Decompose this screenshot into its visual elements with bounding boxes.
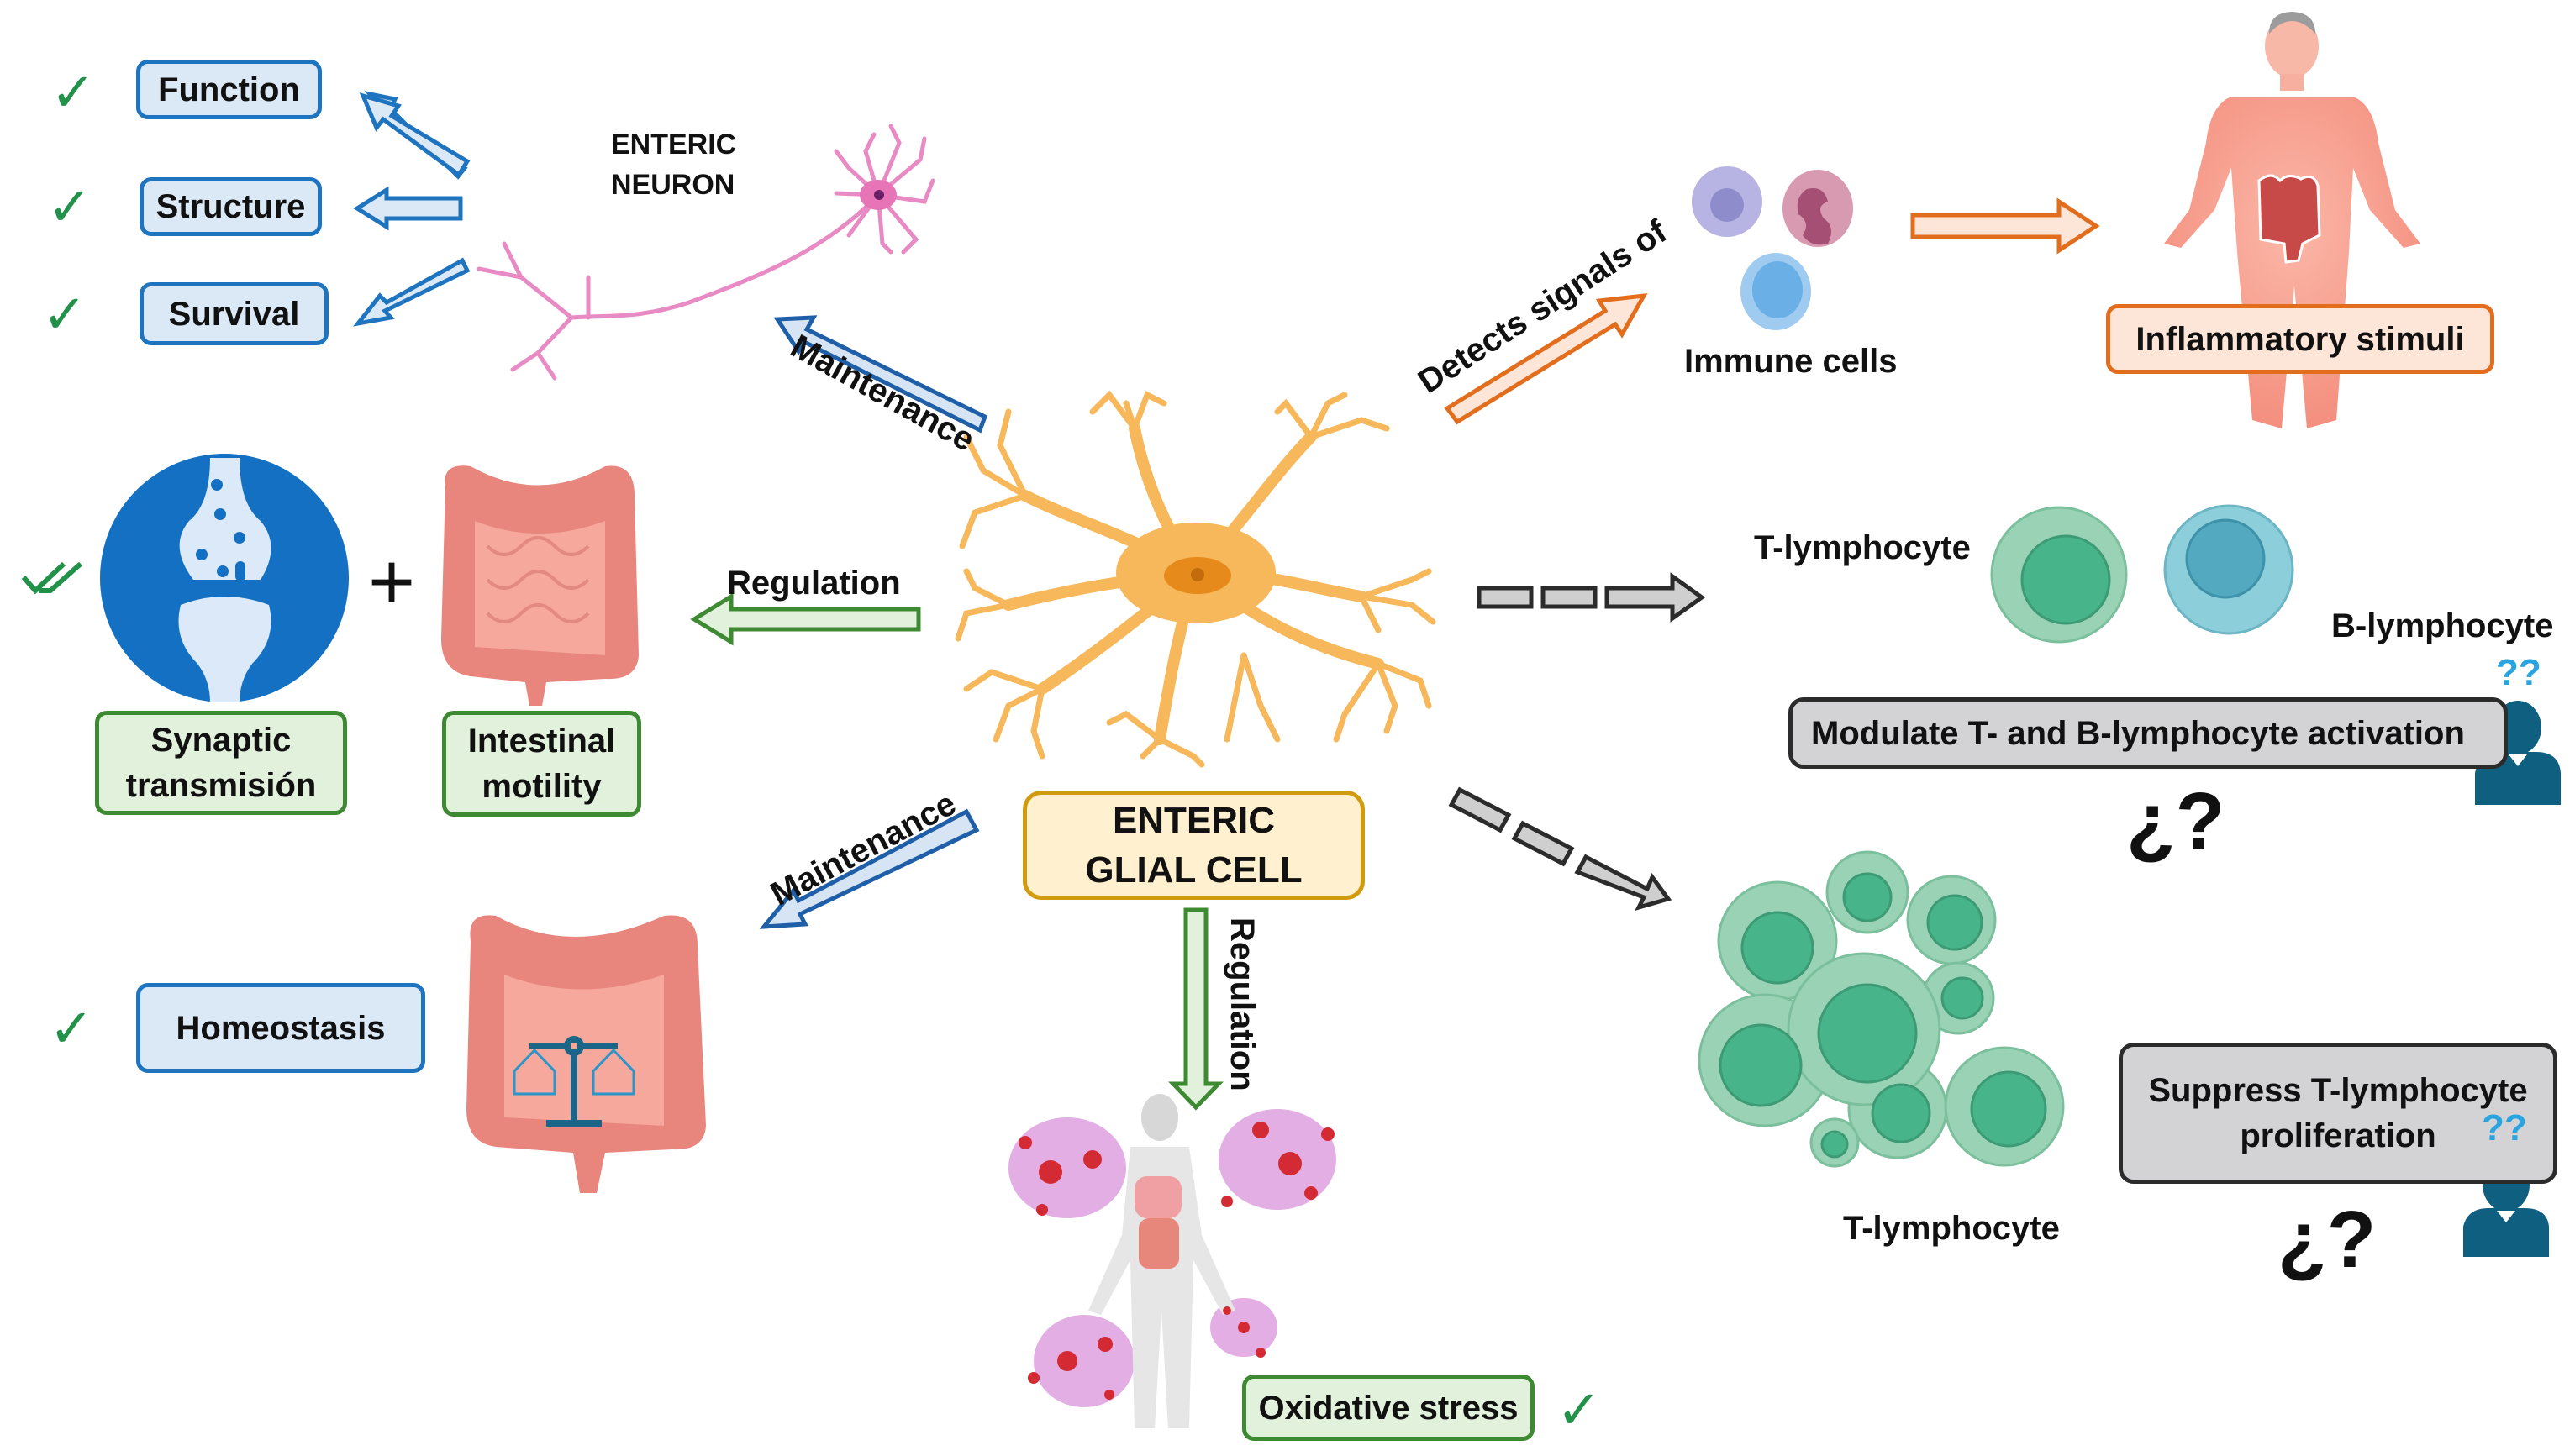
homeostasis-box: Homeostasis bbox=[136, 983, 425, 1073]
enteric-glial-cell-box: ENTERIC GLIAL CELL bbox=[1023, 791, 1365, 900]
maintenance-lower-arrow bbox=[759, 808, 980, 929]
suppress-line1: Suppress T-lymphocyte bbox=[2148, 1072, 2528, 1109]
t-lymphocyte-cluster-icon bbox=[1698, 850, 2065, 1168]
oxidative-stress-box: Oxidative stress bbox=[1242, 1375, 1535, 1441]
dashed-arrow-to-t-cell-cluster bbox=[1448, 786, 1672, 911]
t-lymphocyte-label-2: T-lymphocyte bbox=[1843, 1210, 2060, 1247]
enteric-glial-cell-icon bbox=[955, 390, 1436, 768]
synaptic-line1: Synaptic bbox=[150, 722, 292, 759]
inflammatory-stimuli-label: Inflammatory stimuli bbox=[2135, 320, 2465, 358]
double-check-icon bbox=[21, 561, 82, 595]
homeostasis-label: Homeostasis bbox=[176, 1009, 386, 1047]
suppress-proliferation-box: Suppress T-lymphocyte proliferation bbox=[2119, 1043, 2557, 1184]
b-lymphocyte-icon bbox=[2163, 504, 2294, 635]
dashed-arrow-to-lymphocytes bbox=[1477, 572, 1706, 623]
b-lymphocyte-label: B-lymphocyte bbox=[2331, 607, 2554, 644]
oxidative-stress-label: Oxidative stress bbox=[1258, 1389, 1519, 1427]
detects-signals-arrow bbox=[1444, 292, 1648, 425]
function-box: Function bbox=[136, 60, 322, 119]
question-mark-1: ¿? bbox=[2126, 776, 2225, 866]
structure-check-icon: ✓ bbox=[47, 176, 92, 237]
regulation-down-label: Regulation bbox=[1224, 917, 1261, 1091]
regulation-down-arrow bbox=[1168, 907, 1224, 1111]
structure-label: Structure bbox=[155, 188, 306, 225]
maintenance-upper-arrow bbox=[773, 315, 988, 434]
modulate-activation-box: Modulate T- and B-lymphocyte activation bbox=[1788, 697, 2508, 769]
function-arrow-icon bbox=[359, 92, 471, 178]
motility-line1: Intestinal bbox=[467, 723, 616, 760]
immune-cells-label: Immune cells bbox=[1684, 343, 1898, 380]
motility-line2: motility bbox=[482, 768, 602, 805]
t-lymphocyte-label: T-lymphocyte bbox=[1754, 529, 1971, 566]
synapse-icon bbox=[100, 454, 349, 702]
intestine-homeostasis-icon bbox=[466, 915, 706, 1193]
t-lymphocyte-icon bbox=[1990, 506, 2128, 644]
survival-check-icon: ✓ bbox=[42, 284, 87, 344]
survival-box: Survival bbox=[140, 282, 329, 345]
plus-sign: + bbox=[368, 537, 416, 627]
regulation-left-arrow bbox=[690, 592, 921, 646]
regulation-left-label: Regulation bbox=[727, 565, 901, 602]
glial-title-line2: GLIAL CELL bbox=[1085, 849, 1303, 891]
oxidative-stress-body-icon bbox=[1008, 1094, 1336, 1428]
enteric-neuron-icon bbox=[477, 124, 935, 381]
intestinal-motility-box: Intestinal motility bbox=[442, 711, 641, 817]
function-label: Function bbox=[158, 71, 300, 108]
immune-to-stimuli-arrow bbox=[1910, 197, 2100, 255]
inflammatory-stimuli-box: Inflammatory stimuli bbox=[2106, 304, 2494, 374]
structure-box: Structure bbox=[140, 177, 322, 236]
glial-title-line1: ENTERIC bbox=[1112, 799, 1276, 841]
intestine-motility-icon bbox=[441, 465, 639, 706]
synaptic-transmission-box: Synaptic transmisión bbox=[95, 711, 347, 815]
function-check-icon: ✓ bbox=[50, 62, 96, 123]
immune-cells-icon bbox=[1692, 166, 1853, 330]
homeostasis-check-icon: ✓ bbox=[49, 998, 94, 1059]
human-body-inflammation-icon bbox=[2164, 12, 2420, 428]
synaptic-line2: transmisión bbox=[125, 767, 317, 804]
thinking-person-icon-2 bbox=[2463, 1158, 2549, 1257]
enteric-neuron-label: ENTERIC NEURON bbox=[611, 129, 737, 201]
thinking-marks-2: ?? bbox=[2482, 1107, 2527, 1149]
survival-label: Survival bbox=[168, 295, 300, 333]
question-mark-2: ¿? bbox=[2277, 1195, 2377, 1285]
suppress-line2: proliferation bbox=[2240, 1117, 2436, 1154]
modulate-activation-label: Modulate T- and B-lymphocyte activation bbox=[1811, 714, 2465, 752]
oxidative-check-icon: ✓ bbox=[1556, 1380, 1602, 1440]
thinking-marks-1: ?? bbox=[2496, 652, 2541, 693]
